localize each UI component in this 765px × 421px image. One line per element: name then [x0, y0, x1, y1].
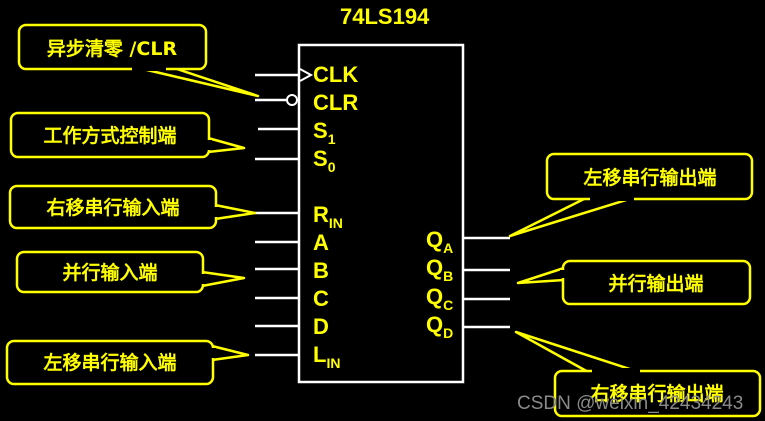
pin-label-qd: QD [426, 312, 453, 341]
callout-left-serial-out: 左移串行输出端 [508, 152, 754, 238]
pin-s0-sub: 0 [328, 159, 336, 175]
callout-text: 左移串行输入端 [43, 351, 176, 374]
callout-pointer [516, 266, 566, 285]
pin-label-rin: RIN [313, 202, 343, 231]
callout-right-serial-out: 右移串行输出端 [514, 330, 762, 418]
pin-label-qa: QA [426, 227, 453, 256]
callout-seam [592, 368, 640, 375]
callout-pointer [200, 270, 246, 288]
pin-qa-sub: A [443, 240, 453, 256]
callout-text: 异步清零 /CLR [47, 37, 178, 60]
callout-box [17, 23, 208, 71]
callout-seam [211, 207, 219, 217]
callout-left-serial-in: 左移串行输入端 [5, 339, 250, 386]
pin-qd-sub: D [443, 325, 453, 341]
callout-async-clear: 异步清零 /CLR [17, 23, 260, 98]
callout-seam [560, 270, 568, 278]
pin-label-qc: QC [426, 284, 453, 313]
callout-mode-control: 工作方式控制端 [9, 111, 246, 159]
pin-label-clk: CLK [313, 62, 358, 87]
pin-qa-letter: Q [426, 227, 443, 252]
callout-box [15, 250, 205, 294]
pin-label-s0: S0 [313, 146, 336, 175]
callout-text: 左移串行输出端 [583, 166, 716, 189]
callout-text: 右移串行输出端 [589, 382, 723, 405]
pin-label-s1: S1 [313, 118, 336, 147]
pin-qb-letter: Q [426, 255, 443, 280]
pin-label-b: B [313, 258, 329, 283]
callout-box [9, 111, 211, 159]
callout-text: 并行输出端 [608, 272, 703, 295]
callout-seam [204, 140, 212, 150]
pin-qc-sub: C [443, 297, 453, 313]
pin-qc-letter: Q [426, 284, 443, 309]
watermark: CSDN @weixin_42434243 [517, 393, 743, 414]
input-pin-lines [255, 73, 299, 357]
callout-parallel-in: 并行输入端 [15, 250, 246, 294]
output-pin-lines [463, 236, 510, 329]
chip-body [297, 43, 465, 384]
pin-label-clr: CLR [313, 90, 358, 115]
pin-qd-letter: Q [426, 312, 443, 337]
chip-title: 74LS194 [340, 4, 430, 29]
pin-rin-letter: R [313, 202, 329, 227]
callout-text: 右移串行输入端 [45, 196, 179, 219]
callout-box [5, 339, 215, 386]
pin-label-a: A [313, 230, 329, 255]
clock-triangle-icon [299, 68, 314, 82]
pin-lin-letter: L [313, 342, 326, 367]
pin-lin-sub: IN [326, 355, 340, 371]
callout-box [545, 152, 754, 201]
pin-label-qb: QB [426, 255, 453, 284]
callout-pointer [514, 330, 644, 375]
callout-parallel-out: 并行输出端 [516, 259, 752, 306]
pin-label-lin: LIN [313, 342, 340, 371]
callout-pointer [210, 344, 250, 362]
callout-box [553, 369, 762, 418]
callout-text: 工作方式控制端 [43, 124, 176, 147]
callout-pointer [206, 136, 246, 154]
callout-pointer [213, 203, 257, 221]
pin-rin-sub: IN [329, 215, 343, 231]
callout-right-serial-in: 右移串行输入端 [8, 184, 257, 230]
pin-qb-sub: B [443, 268, 453, 284]
callout-seam [208, 348, 216, 358]
callout-pointer [508, 195, 638, 238]
pin-s1-letter: S [313, 118, 328, 143]
callout-seam [198, 274, 206, 284]
callout-text: 并行输入端 [62, 261, 157, 284]
callout-box [561, 259, 752, 306]
pin-label-c: C [313, 286, 329, 311]
pin-s1-sub: 1 [328, 131, 336, 147]
inversion-bubble-icon [286, 94, 298, 106]
callout-seam [132, 64, 166, 71]
pin-s0-letter: S [313, 146, 328, 171]
pin-label-d: D [313, 314, 329, 339]
callout-seam [590, 193, 634, 201]
